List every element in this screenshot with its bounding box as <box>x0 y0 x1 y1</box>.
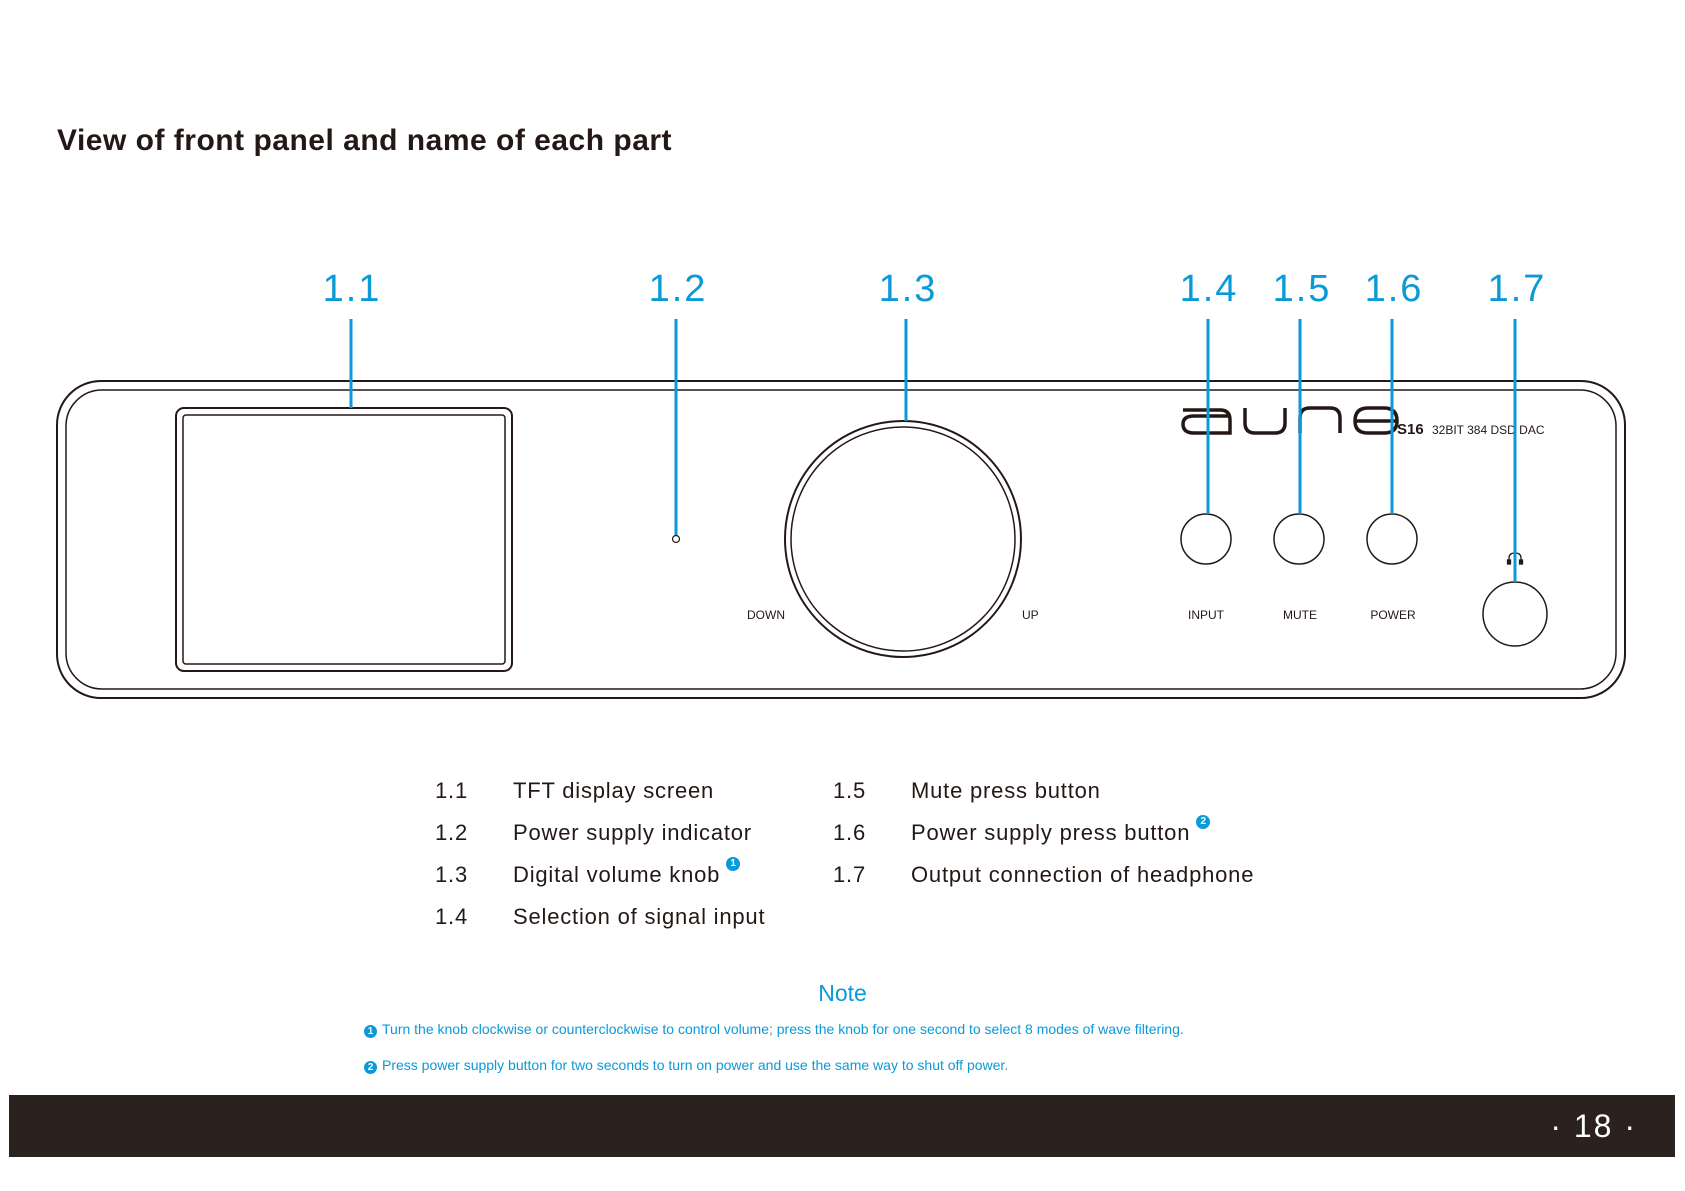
chassis-outline <box>56 380 1626 699</box>
note-marker-badge: 2 <box>1196 815 1211 829</box>
legend-number: 1.4 <box>435 904 468 929</box>
note-title: Note <box>818 980 867 1006</box>
footer-bar: · 18 · <box>9 1095 1675 1157</box>
callout-1-3: 1.3 <box>879 268 938 310</box>
legend-text: Selection of signal input <box>513 904 766 929</box>
mute-button[interactable] <box>1273 513 1325 565</box>
legend-number: 1.6 <box>833 820 866 845</box>
callout-leaders <box>349 319 1517 582</box>
legend-text: Power supply indicator <box>513 820 752 845</box>
power-button[interactable] <box>1366 513 1418 565</box>
aune-logo <box>1181 406 1399 435</box>
tft-screen-inner <box>182 414 506 665</box>
callout-1-4: 1.4 <box>1180 268 1239 310</box>
volume-knob-inner <box>790 426 1016 652</box>
input-button[interactable] <box>1180 513 1232 565</box>
model-name: S16 <box>1397 421 1424 438</box>
note-marker-badge: 1 <box>726 857 741 871</box>
legend-text: Power supply press button <box>911 820 1191 845</box>
page-title: View of front panel and name of each par… <box>57 124 673 157</box>
model-description: 32BIT 384 DSD DAC <box>1432 423 1545 437</box>
knob-up-label: UP <box>1022 608 1039 622</box>
callout-1-1: 1.1 <box>323 268 382 310</box>
callout-1-5: 1.5 <box>1273 268 1332 310</box>
legend-text: Digital volume knob <box>513 862 721 887</box>
note-marker-badge: 1 <box>364 1025 377 1038</box>
note-item: 1 Turn the knob clockwise or counterclock… <box>364 1021 1184 1038</box>
legend-number: 1.2 <box>435 820 468 845</box>
page-number: · 18 · <box>1550 1108 1637 1144</box>
chassis-inner-outline <box>65 389 1617 690</box>
legend-text: Output connection of headphone <box>911 862 1255 887</box>
power-button-label: POWER <box>1370 608 1416 622</box>
headphone-jack[interactable] <box>1482 581 1548 647</box>
note-marker-badge: 2 <box>364 1061 377 1074</box>
input-button-label: INPUT <box>1188 608 1225 622</box>
legend-number: 1.5 <box>833 778 866 803</box>
callout-1-6: 1.6 <box>1365 268 1424 310</box>
note-text: Press power supply button for two second… <box>382 1057 1009 1073</box>
callout-1-2: 1.2 <box>649 268 708 310</box>
mute-button-label: MUTE <box>1283 608 1317 622</box>
legend-number: 1.1 <box>435 778 468 803</box>
volume-knob[interactable] <box>784 420 1022 658</box>
legend-text: Mute press button <box>911 778 1101 803</box>
tft-screen <box>175 407 513 672</box>
legend-number: 1.7 <box>833 862 866 887</box>
knob-down-label: DOWN <box>747 608 785 622</box>
note-text: Turn the knob clockwise or counterclockw… <box>382 1021 1184 1037</box>
callout-1-7: 1.7 <box>1488 268 1547 310</box>
legend-text: TFT display screen <box>513 778 715 803</box>
power-indicator-led <box>671 534 681 544</box>
legend-number: 1.3 <box>435 862 468 887</box>
note-item: 2 Press power supply button for two secon… <box>364 1057 1008 1074</box>
